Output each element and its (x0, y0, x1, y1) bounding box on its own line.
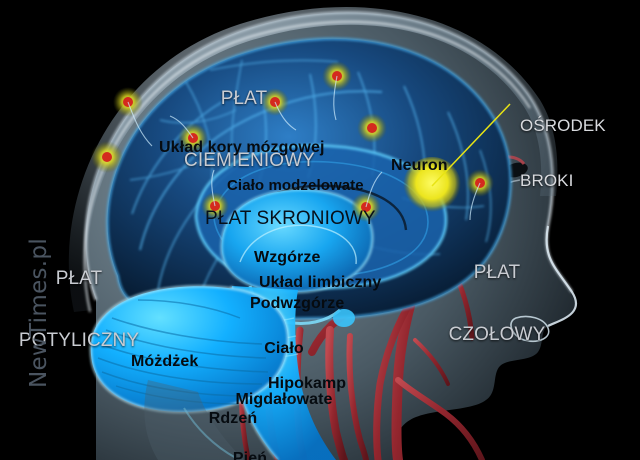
label-thalamus: Wzgórze (254, 248, 321, 266)
cerebellum-folia (97, 299, 269, 405)
label-corpus-callosum: Ciało modzelowate (227, 177, 364, 195)
thalamus-limbic (221, 189, 373, 293)
pituitary (333, 309, 355, 327)
watermark-newtimes: NewTimes.pl (26, 237, 52, 389)
label-parietal-lobe: PŁAT CIEMIENIOWY (184, 88, 315, 171)
broca-leader-line (431, 103, 511, 187)
label-broca-area: OŚRODEK BROKI (520, 115, 606, 190)
nostril (510, 315, 550, 343)
label-limbic-system: Układ limbiczny (259, 273, 382, 291)
label-amygdala: Ciało Migdałowate (235, 339, 333, 409)
label-hippocampus: Hipokamp (268, 374, 347, 392)
label-frontal-lobe: PŁAT CZOŁOWY (448, 262, 546, 345)
label-cerebellum: Móżdżek (131, 352, 199, 370)
neuron-filaments (127, 75, 481, 221)
label-neuron: Neuron (391, 156, 448, 174)
label-occipital-lobe: PŁAT POTYLICZNY (18, 268, 140, 351)
label-temporal-lobe: PŁAT SKRONIOWY (205, 208, 376, 230)
label-hypothalamus: Podwzgórze (250, 294, 345, 312)
label-brainstem: Pień mózgu (232, 449, 268, 460)
neuron-core (102, 152, 112, 162)
neuron-core (367, 123, 377, 133)
label-medulla-oblongata: Rdzeń przedłużony (208, 409, 258, 427)
label-cortex-system: Układ kory mózgowej (159, 138, 325, 156)
